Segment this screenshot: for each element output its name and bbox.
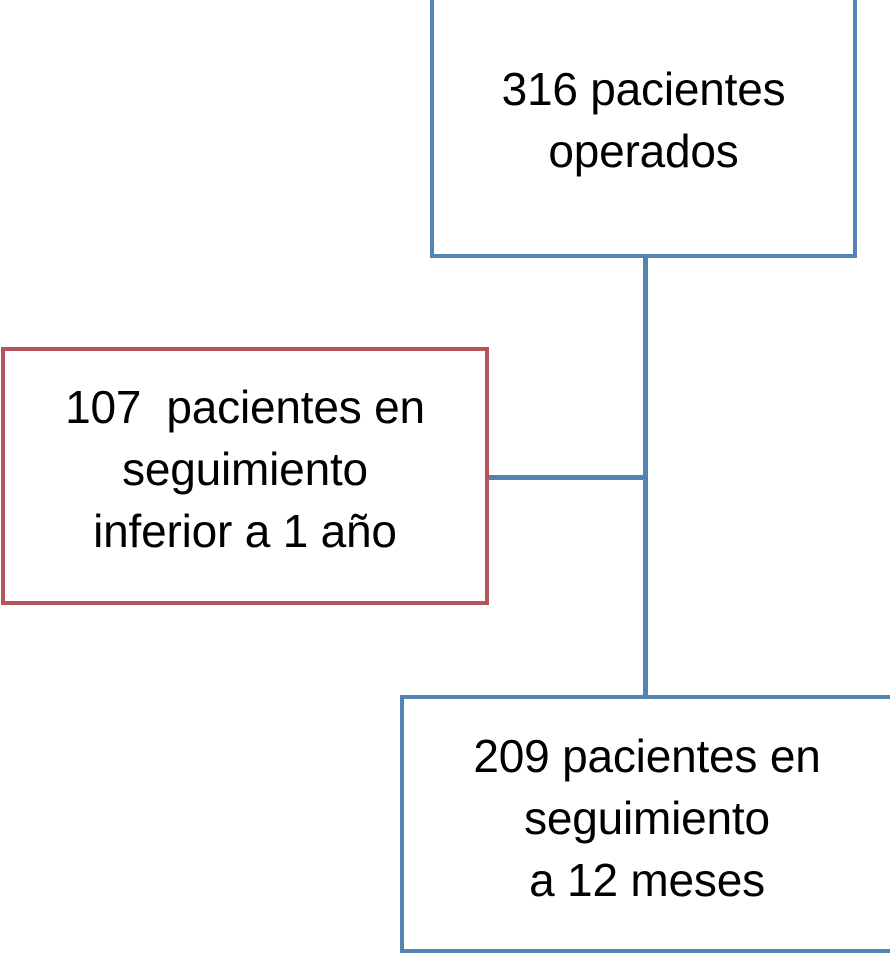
node-operados-label: 316 pacientes operados [501, 63, 786, 177]
node-operados: 316 pacientes operados [430, 0, 857, 258]
node-seguimiento-12-meses-label: 209 pacientes en seguimiento a 12 meses [473, 730, 821, 906]
node-seguimiento-corto-label: 107 pacientes en seguimiento inferior a … [65, 381, 425, 557]
node-seguimiento-corto: 107 pacientes en seguimiento inferior a … [1, 347, 489, 605]
node-seguimiento-12-meses: 209 pacientes en seguimiento a 12 meses [400, 695, 890, 953]
connector-branch-to-seguimiento-corto [489, 475, 646, 480]
